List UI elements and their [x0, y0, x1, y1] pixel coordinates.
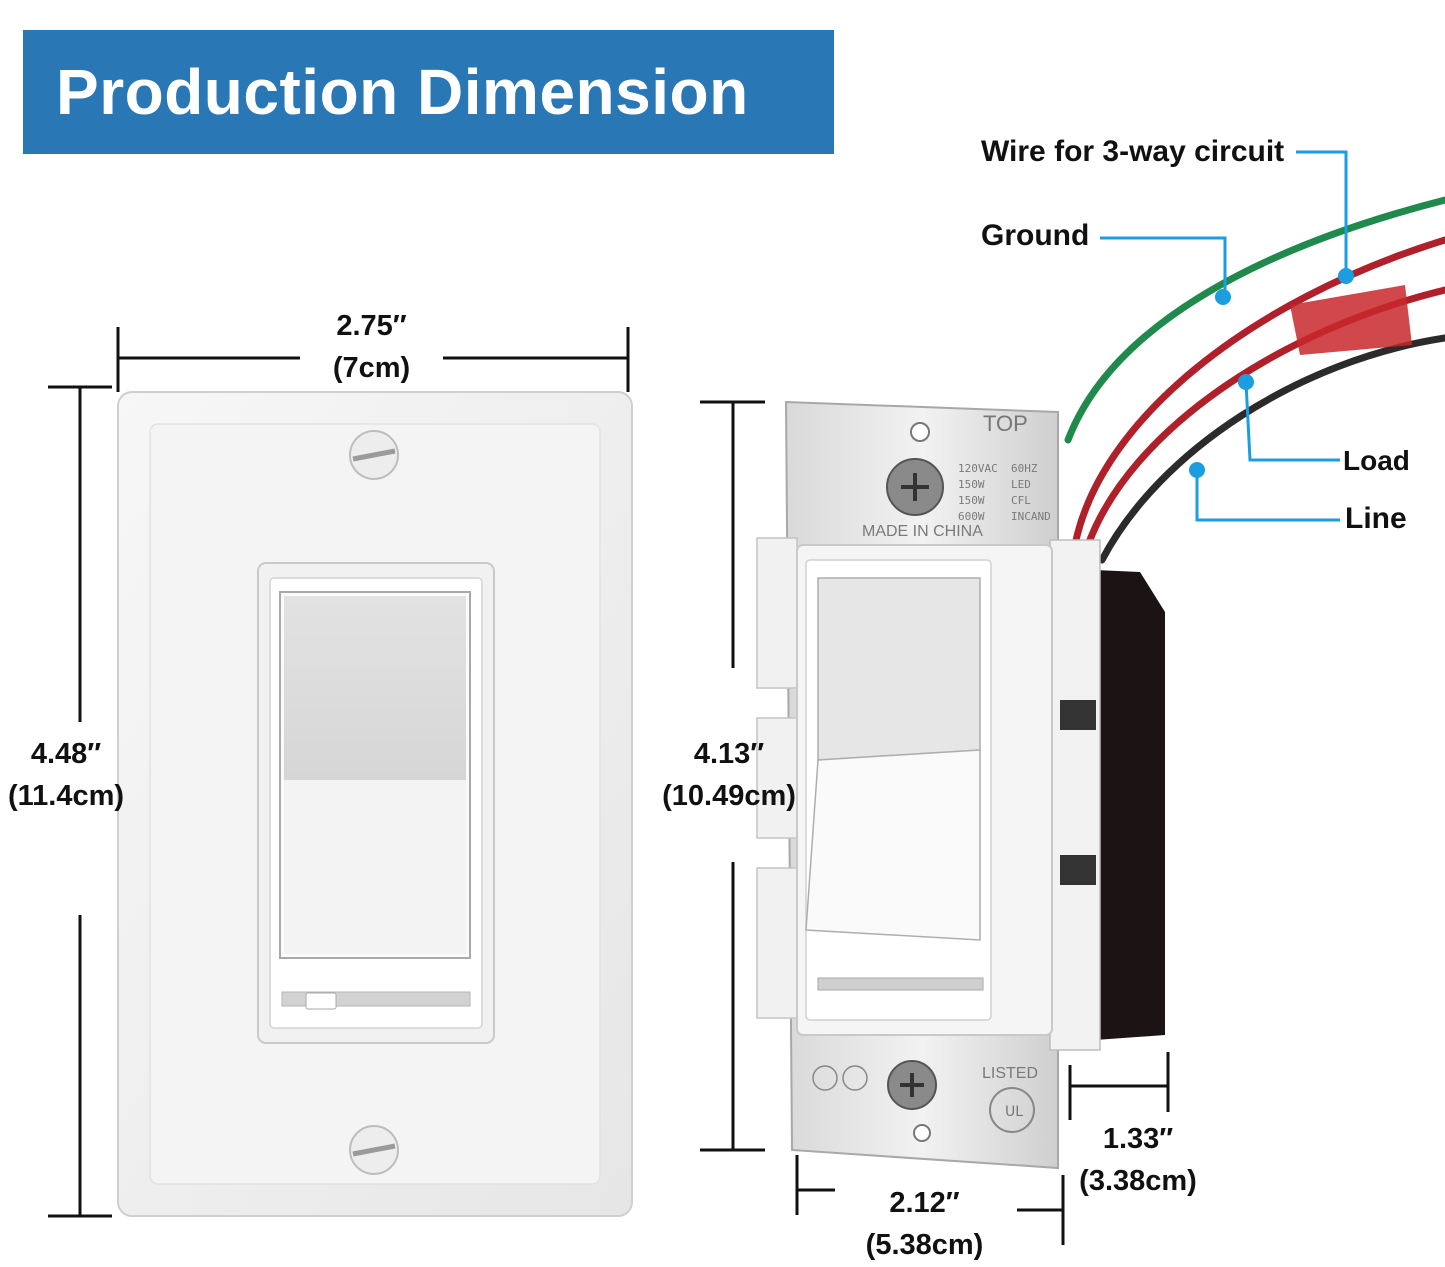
wire-tag: [1290, 285, 1412, 355]
svg-text:UL: UL: [1005, 1104, 1023, 1120]
top-screw-icon: [349, 430, 399, 480]
switch-width-metric: (5.38cm): [865, 1229, 984, 1261]
switch-height-metric: (10.49cm): [662, 780, 796, 812]
dimmer-slider: [281, 991, 471, 1010]
switch-depth-label: 1.33″ (3.38cm): [1068, 1118, 1208, 1202]
marking-origin: MADE IN CHINA: [862, 523, 983, 540]
callout-ground: Ground: [981, 219, 1090, 252]
callout-load: Load: [1343, 445, 1410, 476]
plate-width-imperial: 2.75″: [336, 310, 407, 342]
wall-plate: [117, 391, 633, 1217]
callout-leaders: [1100, 150, 1348, 522]
plate-width-metric: (7cm): [332, 352, 411, 384]
title-banner: Production Dimension: [23, 30, 834, 154]
plate-height-dimension: [48, 385, 112, 1218]
al-mark-icon: [842, 1065, 868, 1091]
callout-three-way: Wire for 3-way circuit: [981, 135, 1285, 168]
ground-wire: [1064, 196, 1445, 444]
callout-dots: [1189, 268, 1354, 478]
rating-line: 150W LED: [958, 478, 1031, 491]
strap-top-screw-icon: [886, 458, 944, 516]
rating-line: 600W INCAND: [958, 510, 1051, 523]
rating-line: 150W CFL: [958, 494, 1031, 507]
ul-mark-icon: [989, 1087, 1035, 1133]
plate-height-imperial: 4.48″: [30, 738, 102, 770]
strap-bottom-screw-icon: [887, 1060, 937, 1110]
three-way-wire: [1071, 236, 1445, 549]
rocker-paddle: [279, 591, 471, 959]
callout-line: Line: [1345, 502, 1407, 535]
switch-width-dimension: [795, 1155, 1065, 1245]
marking-top: TOP: [983, 411, 1028, 436]
rating-line: 120VAC 60HZ: [958, 462, 1038, 475]
plate-height-label: 4.48″ (11.4cm): [0, 733, 132, 817]
dimmer-switch: UL: [756, 400, 1165, 1170]
banner-title: Production Dimension: [56, 56, 749, 128]
switch-width-label: 2.12″ (5.38cm): [852, 1182, 997, 1266]
switch-width-imperial: 2.12″: [889, 1187, 960, 1219]
switch-height-imperial: 4.13″: [693, 738, 765, 770]
line-wire: [1098, 334, 1445, 564]
plate-width-dimension: [116, 327, 630, 392]
switch-depth-imperial: 1.33″: [1102, 1123, 1174, 1155]
plate-height-metric: (11.4cm): [7, 780, 125, 812]
left-ear: [756, 537, 798, 689]
switch-depth-dimension: [1068, 1052, 1170, 1120]
mounting-hole-icon: [910, 422, 930, 442]
switch-height-label: 4.13″ (10.49cm): [650, 733, 808, 817]
switch-height-dimension: [700, 400, 765, 1152]
plate-width-label: 2.75″ (7cm): [300, 305, 443, 389]
bottom-screw-icon: [349, 1125, 399, 1175]
switch-housing: [1095, 570, 1165, 1040]
marking-ratings: 120VAC 60HZ 150W LED 150W CFL 600W INCAND: [958, 445, 1051, 541]
switch-depth-metric: (3.38cm): [1079, 1165, 1197, 1197]
wires: [1064, 196, 1445, 564]
marking-listed: LISTED: [982, 1065, 1039, 1082]
cu-mark-icon: [812, 1065, 838, 1091]
